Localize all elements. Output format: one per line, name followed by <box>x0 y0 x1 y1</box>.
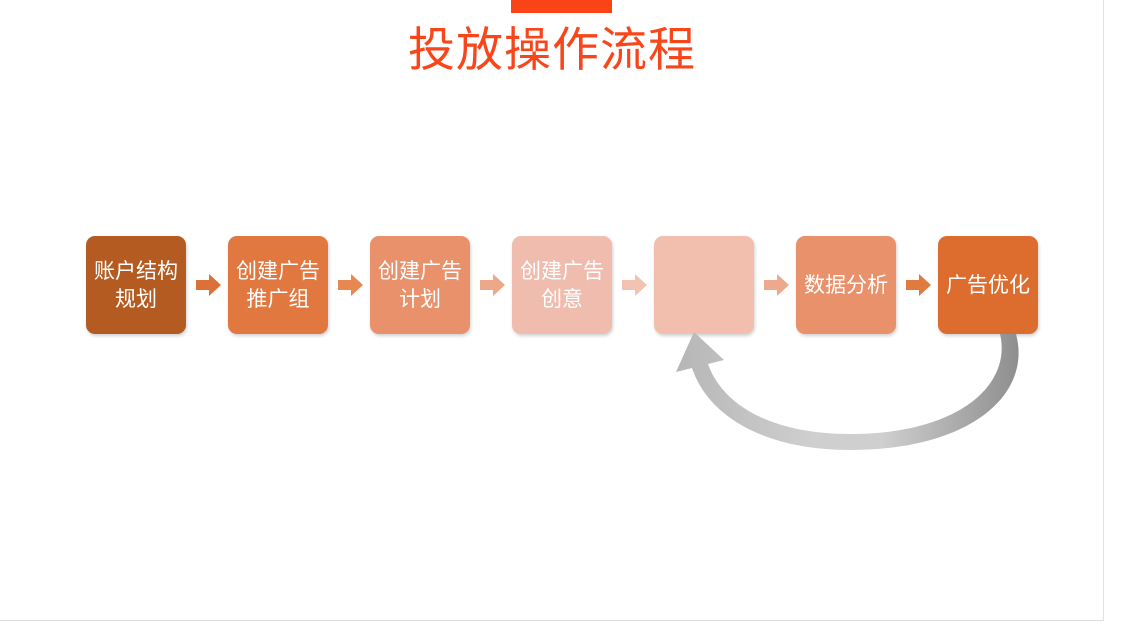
flow-arrow-right-icon <box>338 272 364 298</box>
flow-arrow-right-icon <box>196 272 222 298</box>
flow-node-label: 创建广告创意 <box>520 259 604 311</box>
flow-node-create-ad-plan[interactable]: 创建广告计划 <box>370 236 470 334</box>
page-title: 投放操作流程 <box>408 25 696 77</box>
flow-node-data-analysis[interactable]: 数据分析 <box>796 236 896 334</box>
accent-bar <box>511 0 612 13</box>
flow-arrow-right-icon <box>764 272 790 298</box>
flow-node-label: 广告优化 <box>946 273 1030 297</box>
feedback-loop-arrow-icon <box>660 330 1040 450</box>
flow-arrow-right-icon <box>622 272 648 298</box>
flow-node-label: 数据分析 <box>804 273 888 297</box>
flow-node-account-structure[interactable]: 账户结构规划 <box>86 236 186 334</box>
flow-node-create-ad-creative[interactable]: 创建广告创意 <box>512 236 612 334</box>
flow-node-label: 创建广告计划 <box>378 259 462 311</box>
flow-node-create-ad-group[interactable]: 创建广告推广组 <box>228 236 328 334</box>
flow-arrow-right-icon <box>906 272 932 298</box>
flow-node-label: 账户结构规划 <box>94 259 178 311</box>
flow-arrow-right-icon <box>480 272 506 298</box>
flow-node-empty[interactable] <box>654 236 754 334</box>
slide-bottom-border <box>0 620 1104 621</box>
flow-node-label: 创建广告推广组 <box>236 259 320 311</box>
slide-right-border <box>1103 0 1104 621</box>
flow-node-ad-optimization[interactable]: 广告优化 <box>938 236 1038 334</box>
